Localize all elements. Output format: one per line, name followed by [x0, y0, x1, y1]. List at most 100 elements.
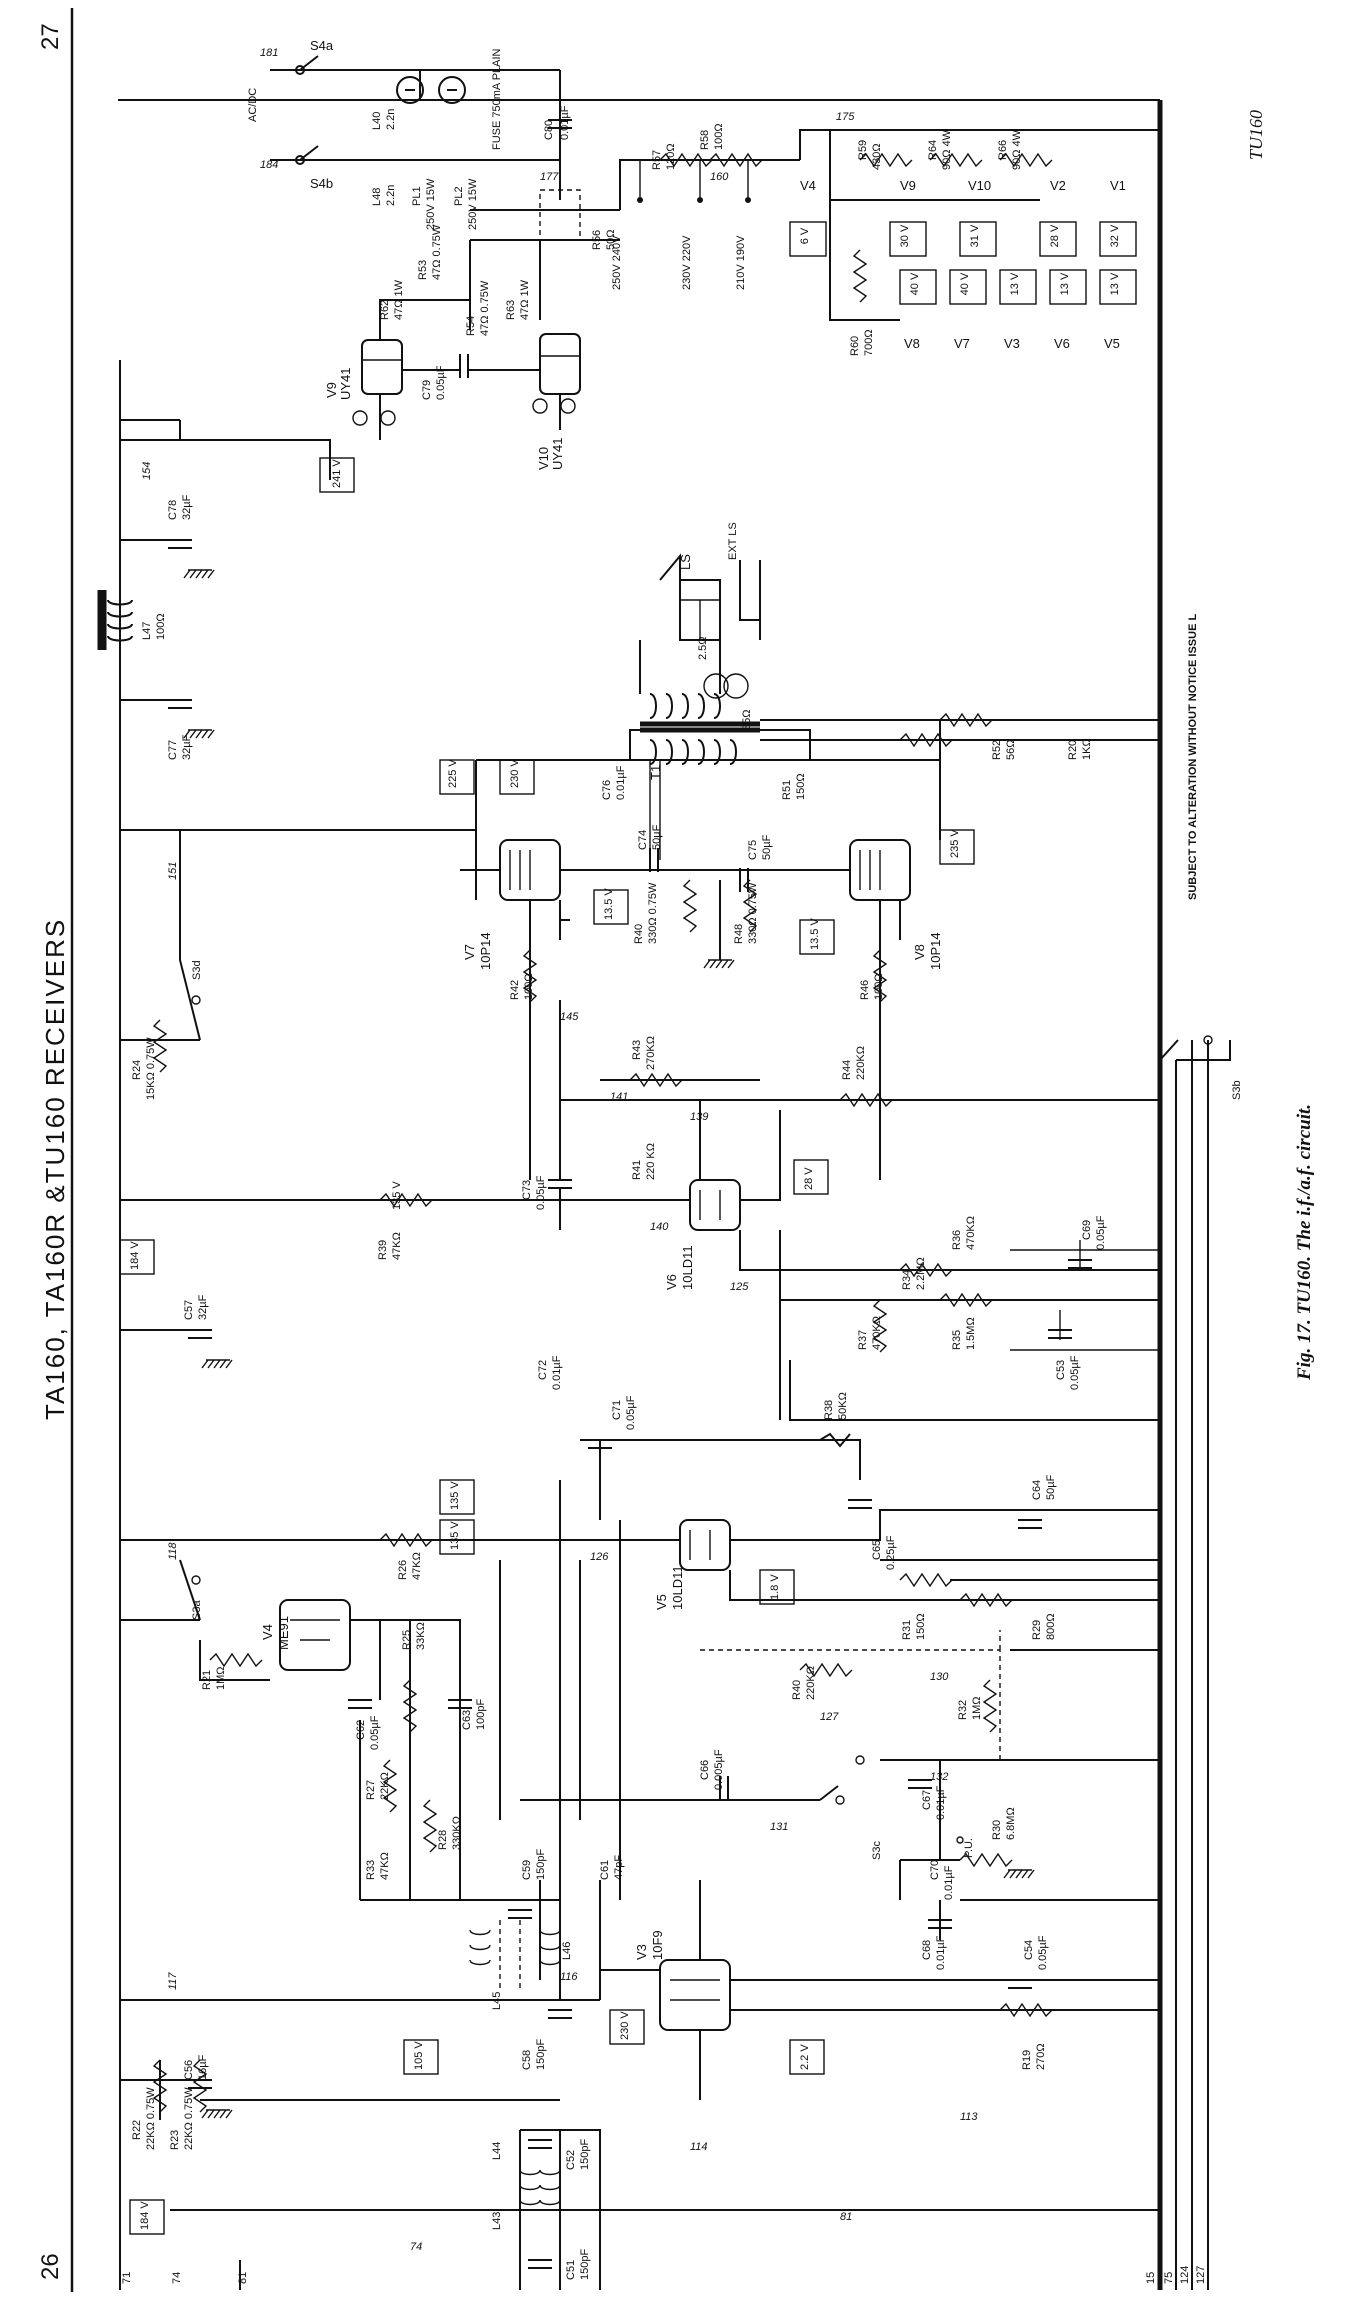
supply-section [270, 55, 620, 241]
heater-v10: 31 V V10 [959, 178, 997, 257]
v8-label: V8 [912, 944, 927, 960]
node-114: 113 [960, 2111, 978, 2123]
node-156: 154 [141, 462, 153, 480]
heater-v5: 13 V V5 [1099, 269, 1137, 351]
figure-caption: Fig. 17. TU160. The i.f./a.f. circuit. [1294, 1104, 1315, 1381]
r66-label: R66 [997, 140, 1009, 160]
node-142: 140 [650, 1221, 669, 1233]
bus-lines [1175, 1040, 1209, 2290]
r64-label: R64 [927, 140, 939, 160]
c52-value: 150pF [579, 2139, 591, 2170]
r43-value: 270KΩ [645, 1036, 657, 1070]
l40-value: 2.2n [385, 109, 397, 130]
s3c-label: S3c [871, 1841, 883, 1860]
voltage-selector [619, 129, 1160, 210]
t1-label: T1 [648, 765, 663, 780]
r31-label: R31 [901, 1620, 913, 1640]
c63-value: 100pF [475, 1699, 487, 1730]
c69-value: 0.05µF [1095, 1215, 1107, 1250]
node-147: 145 [560, 1011, 579, 1023]
edge-label-71: 71 [121, 2272, 133, 2284]
c80-value: 0.01µF [559, 105, 571, 140]
c77-value: 32µF [181, 734, 193, 760]
c78-label: C78 [167, 500, 179, 520]
heater-v2: 28 V V2 [1039, 178, 1077, 257]
heater-v6: 13 V V6 [1049, 269, 1087, 351]
bus-label-15: 15 [1145, 2272, 1157, 2284]
r25-label: R25 [401, 1630, 413, 1650]
r62-label: R62 [379, 300, 391, 320]
heater-v7: 40 V V7 [949, 269, 987, 351]
s3a-label: S3a [191, 1600, 203, 1620]
c70-value: 0.01µF [943, 1865, 955, 1900]
c53-value: 0.05µF [1069, 1355, 1081, 1390]
l43-label: L43 [491, 2212, 503, 2230]
v7-screen-volts: 225 V [447, 759, 459, 788]
r23-value: 22KΩ 0.75W [183, 2087, 195, 2150]
r22-label: R22 [131, 2120, 143, 2140]
node-117: 116 [560, 1971, 578, 1983]
heater-v2-name: V2 [1050, 178, 1066, 193]
l48-label: L48 [371, 188, 383, 206]
c77-label: C77 [167, 740, 179, 760]
node-183: 181 [260, 47, 278, 59]
r38-label: R38 [823, 1400, 835, 1420]
heater-v4-name: V4 [800, 178, 816, 193]
s4b-label: S4b [310, 176, 333, 191]
r40b-label: R40 [791, 1680, 803, 1700]
r42-value: 100Ω [523, 973, 535, 1000]
pl1-label: PL1 [411, 186, 423, 206]
tap-230-label: 230V 220V [681, 235, 693, 290]
pl2-label: PL2 [453, 186, 465, 206]
r54-label: R54 [465, 316, 477, 336]
r58-value: 100Ω [713, 123, 725, 150]
c78-value: 32µF [181, 494, 193, 520]
v10-type: UY41 [550, 437, 565, 470]
v8-type: 10P14 [928, 932, 943, 970]
heater-v9-name: V9 [900, 178, 916, 193]
pl2-rating: 250V 15W [467, 178, 479, 230]
tap-2-5: 2.5Ω [697, 636, 709, 660]
heater-v3-name: V3 [1004, 336, 1020, 351]
heater-v10-name: V10 [968, 178, 991, 193]
c65-value: 0.25µF [885, 1535, 897, 1570]
r37-label: R37 [857, 1330, 869, 1350]
heater-v4: 6 V V4 [789, 178, 827, 257]
c62-value: 0.05µF [369, 1715, 381, 1750]
v5-anode-volts: 135 V [449, 1521, 461, 1550]
r46-label: R46 [859, 980, 871, 1000]
node-74: 74 [410, 2241, 422, 2253]
node-133: 131 [770, 1821, 788, 1833]
v6-label: V6 [664, 1274, 679, 1290]
c69-label: C69 [1081, 1220, 1093, 1240]
v5-anode-volts-box [439, 1519, 475, 1555]
node-129: 127 [820, 1711, 839, 1723]
r23-label: R23 [169, 2130, 181, 2150]
r40b-value: 220KΩ [805, 1666, 817, 1700]
r60-label: R60 [849, 336, 861, 356]
r58-label: R58 [699, 130, 711, 150]
c58-label: C58 [521, 2050, 533, 2070]
ht-volts-box [319, 457, 355, 493]
c70-label: C70 [929, 1860, 941, 1880]
c72-value: 0.01µF [551, 1355, 563, 1390]
r19-value: 270Ω [1035, 2043, 1047, 2070]
r40-value: 330Ω 0.75W [647, 882, 659, 944]
v4-label: V4 [260, 1624, 275, 1640]
valve-v4 [279, 1599, 351, 1671]
node-116: 114 [690, 2141, 708, 2153]
l40-label: L40 [371, 112, 383, 130]
tap-210-label: 210V 190V [735, 235, 747, 290]
c57-value: 32µF [197, 1294, 209, 1320]
s3d-label: S3d [191, 960, 203, 980]
r44-value: 220KΩ [855, 1046, 867, 1080]
c61-value: 47pF [613, 1855, 625, 1880]
node-132: 130 [930, 1671, 949, 1683]
v8-anode-volts-box [939, 829, 975, 865]
node-153: 151 [167, 862, 179, 880]
bus-label-127: 127 [1195, 2266, 1207, 2284]
v8-cathode-volts: 13.5 V [809, 918, 821, 950]
r41-value: 220 KΩ [645, 1143, 657, 1180]
v3-cathode-volts-box [789, 2039, 825, 2075]
r34-value: 2.2MΩ [915, 1257, 927, 1290]
